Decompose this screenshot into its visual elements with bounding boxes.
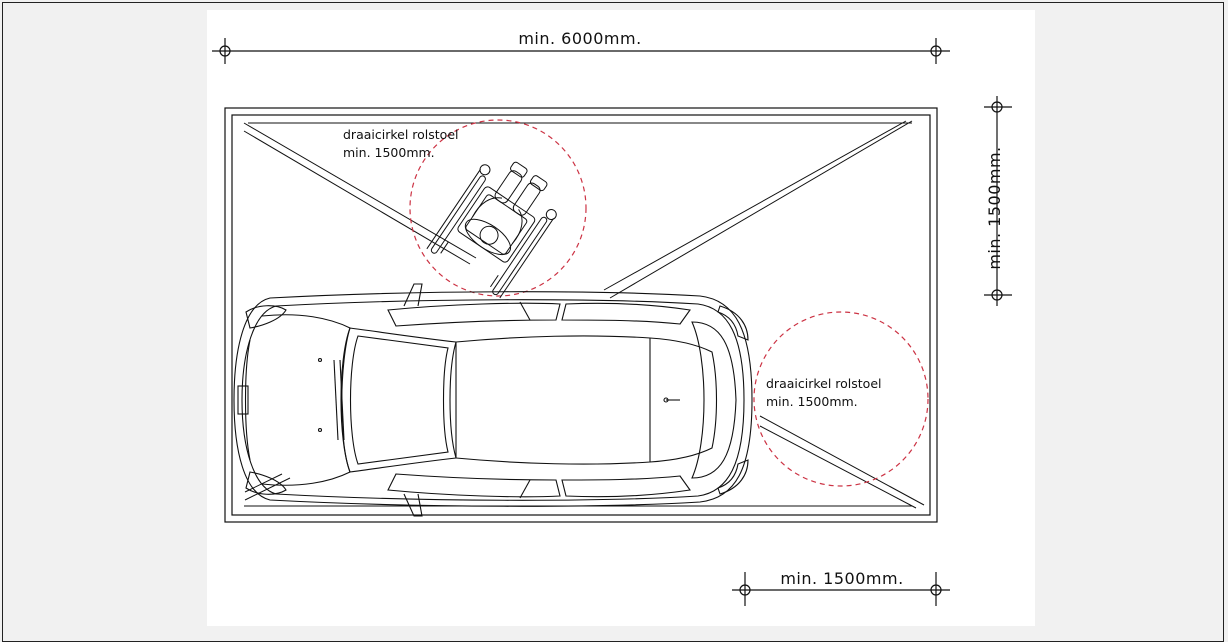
turning-circle-2 xyxy=(753,311,929,487)
turning-circle-1-size: min. 1500mm. xyxy=(343,145,435,160)
turning-circle-1-label: draaicirkel rolstoel xyxy=(343,127,459,142)
drawing-sheet xyxy=(207,10,1035,626)
turning-circle-2-size: min. 1500mm. xyxy=(766,394,858,409)
parking-diagram: min. 6000mm. min. 1500mm. min. 1500mm. d… xyxy=(212,29,1012,606)
car-icon xyxy=(233,283,753,517)
right-dimension-label: min. 1500mm. xyxy=(985,146,1004,269)
top-dimension-label: min. 6000mm. xyxy=(518,29,641,48)
hatch-lines xyxy=(243,120,925,509)
top-dimension-line xyxy=(212,38,950,64)
wheelchair-icon xyxy=(426,161,557,299)
turning-circle-2-label: draaicirkel rolstoel xyxy=(766,376,882,391)
bottom-dimension-line xyxy=(732,572,950,606)
right-dimension-line xyxy=(984,96,1012,306)
bottom-dimension-label: min. 1500mm. xyxy=(780,569,903,588)
parking-bay xyxy=(224,107,938,523)
turning-circle-1 xyxy=(409,119,587,297)
